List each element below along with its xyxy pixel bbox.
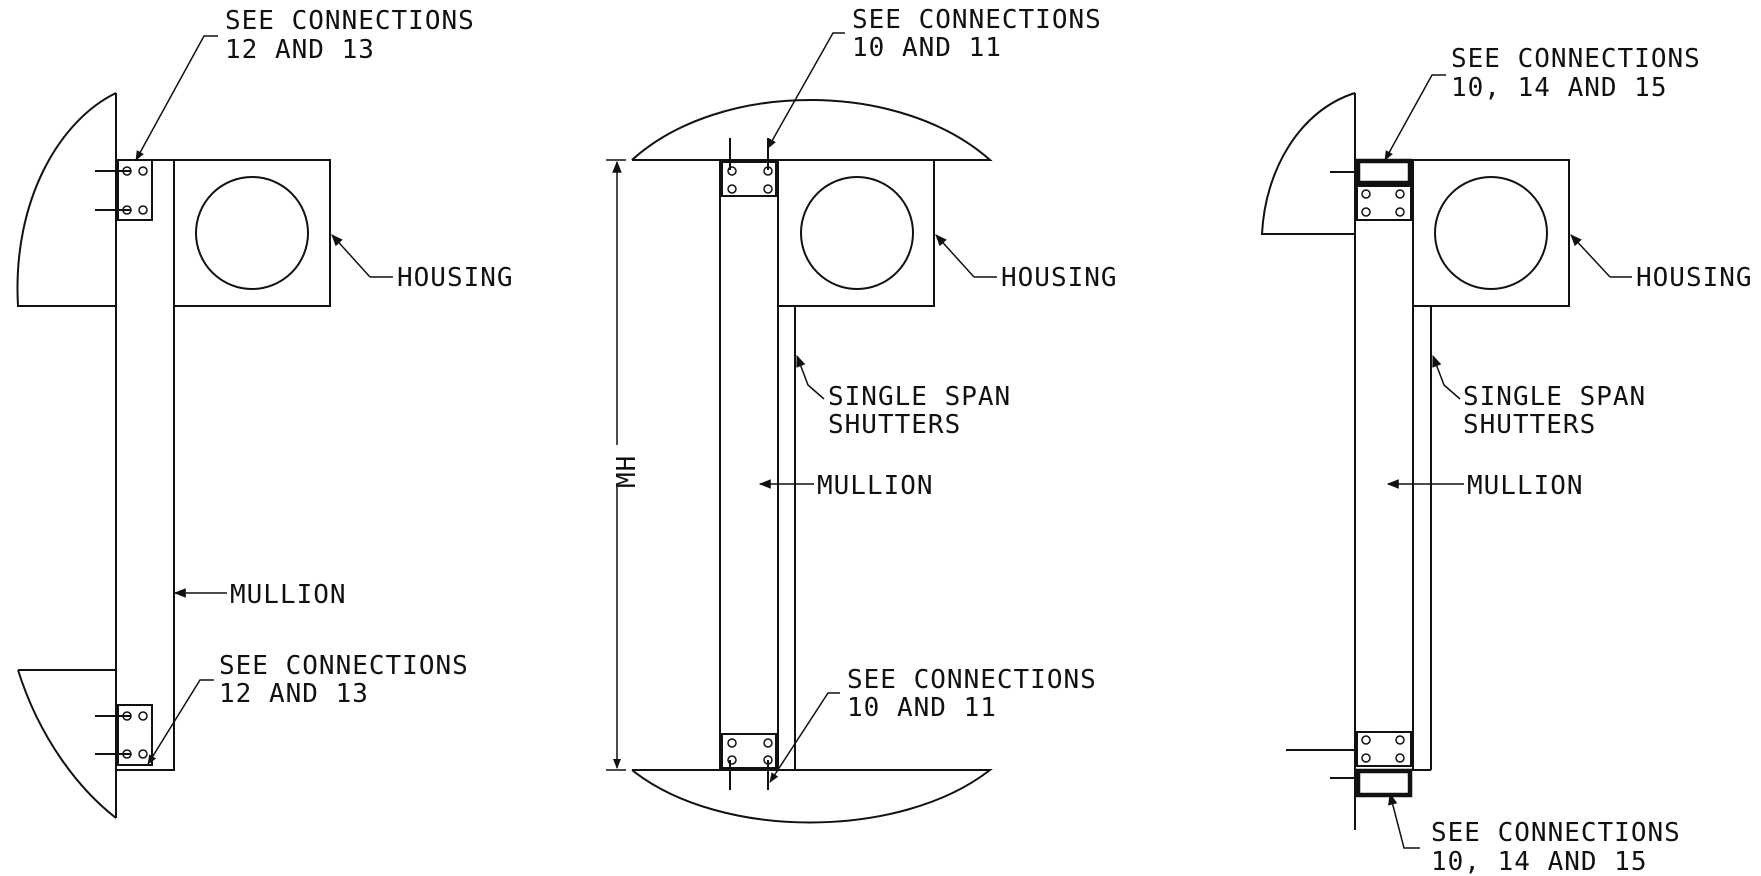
left-top-note-line2: 12 AND 13 — [225, 35, 375, 65]
right-detail: SEE CONNECTIONS 10, 14 AND 15 HOUSING SI… — [1260, 44, 1753, 876]
center-bottom-slab — [631, 769, 993, 824]
left-bottom-note-leader — [147, 679, 214, 765]
left-bottom-connection-plate — [95, 704, 153, 766]
center-bottom-note-leader — [769, 692, 840, 783]
left-mullion — [115, 159, 175, 771]
center-top-connection-plate — [721, 138, 777, 197]
left-top-note-leader — [135, 35, 218, 161]
center-housing — [777, 159, 935, 307]
right-shutters-line2: SHUTTERS — [1463, 410, 1596, 440]
center-bottom-note-line1: SEE CONNECTIONS — [847, 665, 1097, 695]
center-top-slab — [631, 99, 993, 161]
center-housing-label: HOUSING — [1001, 263, 1118, 293]
left-top-note-line1: SEE CONNECTIONS — [225, 6, 475, 36]
right-housing — [1412, 159, 1570, 307]
left-housing-leader — [331, 234, 371, 278]
left-top-structure-arc — [16, 92, 117, 307]
left-housing — [173, 159, 331, 307]
right-bottom-note-line1: SEE CONNECTIONS — [1431, 818, 1681, 848]
right-mullion — [1354, 159, 1414, 771]
right-top-note-leader — [1384, 74, 1446, 161]
right-shutters-line1: SINGLE SPAN — [1463, 382, 1646, 412]
right-top-connection-clip — [1330, 158, 1413, 221]
center-mh-label: MH — [612, 455, 642, 488]
center-housing-roller — [800, 176, 914, 290]
center-mullion-label: MULLION — [817, 471, 934, 501]
center-mh-dimension: MH — [606, 159, 642, 771]
right-top-note-line2: 10, 14 AND 15 — [1451, 73, 1668, 103]
right-housing-leader — [1570, 234, 1611, 278]
left-bottom-structure-arc — [17, 669, 117, 819]
right-housing-roller — [1434, 176, 1548, 290]
right-top-structure-arc — [1260, 92, 1356, 235]
left-top-connection-plate — [95, 159, 153, 221]
left-housing-label: HOUSING — [397, 263, 514, 293]
center-shutters-line2: SHUTTERS — [828, 410, 961, 440]
center-detail: MH — [606, 5, 1118, 824]
left-detail: SEE CONNECTIONS 12 AND 13 HOUSING MULLIO… — [16, 6, 514, 819]
left-bottom-note-line1: SEE CONNECTIONS — [219, 651, 469, 681]
center-mullion — [719, 159, 779, 771]
right-bottom-note-leader — [1388, 792, 1420, 849]
right-top-note-line1: SEE CONNECTIONS — [1451, 44, 1701, 74]
right-mullion-label: MULLION — [1467, 471, 1584, 501]
center-shutters-line1: SINGLE SPAN — [828, 382, 1011, 412]
center-top-note-leader — [767, 32, 845, 149]
center-top-note-line2: 10 AND 11 — [852, 33, 1002, 63]
right-bottom-note-line2: 10, 14 AND 15 — [1431, 847, 1648, 876]
right-housing-label: HOUSING — [1636, 263, 1753, 293]
center-housing-leader — [935, 234, 975, 278]
right-bottom-connection-clip — [1330, 731, 1413, 798]
right-shutters-leader — [1432, 354, 1461, 400]
center-bottom-note-line2: 10 AND 11 — [847, 693, 997, 723]
left-bottom-note-line2: 12 AND 13 — [219, 679, 369, 709]
left-housing-roller — [195, 176, 309, 290]
center-shutters-leader — [796, 354, 825, 400]
center-top-note-line1: SEE CONNECTIONS — [852, 5, 1102, 35]
left-mullion-label: MULLION — [230, 580, 347, 610]
center-bottom-connection-plate — [721, 733, 777, 790]
